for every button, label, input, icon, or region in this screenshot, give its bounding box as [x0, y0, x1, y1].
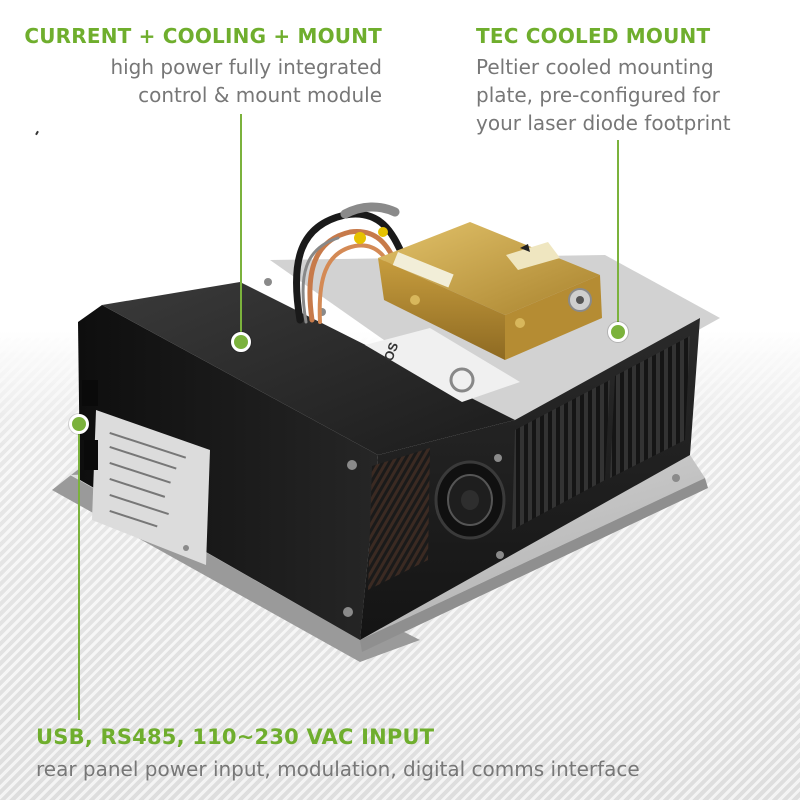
chassis-top — [102, 282, 515, 455]
callout-desc-rear: rear panel power input, modulation, digi… — [36, 757, 640, 781]
heat-sink-left — [512, 380, 610, 530]
callout-desc-line: your laser diode footprint — [476, 111, 731, 135]
laser-diode-mount — [378, 222, 602, 360]
speck — [35, 130, 39, 136]
leader-line-tec — [617, 140, 619, 328]
callout-desc-line: plate, pre-configured for — [476, 83, 720, 107]
rear-connector — [82, 380, 98, 406]
callout-desc-line: control & mount module — [138, 83, 382, 107]
heat-sink-right — [610, 336, 690, 478]
chassis-left-panel — [78, 305, 378, 640]
callout-desc-module: high power fully integrated control & mo… — [110, 53, 382, 109]
logo-text: OS — [381, 340, 402, 363]
screws — [183, 278, 680, 617]
base-plate-front-edge — [360, 478, 708, 652]
callout-desc-line: high power fully integrated — [110, 55, 382, 79]
connector-terminal — [378, 227, 388, 237]
vent-grill — [368, 448, 430, 590]
leader-line-rear — [78, 425, 80, 720]
callout-desc-line: Peltier cooled mounting — [476, 55, 714, 79]
warning-label — [506, 242, 560, 270]
callout-dot-tec — [608, 322, 628, 342]
leader-line-module — [240, 114, 242, 342]
rear-label-lines — [109, 432, 187, 528]
connector-terminal — [354, 232, 366, 244]
callout-heading-module: CURRENT + COOLING + MOUNT — [24, 24, 382, 48]
callout-heading-rear: USB, RS485, 110~230 VAC INPUT — [36, 725, 435, 749]
warning-label — [392, 252, 454, 288]
logo-card: OS — [365, 328, 520, 402]
callout-heading-tec: TEC COOLED MOUNT — [476, 24, 711, 48]
callout-dot-rear — [69, 414, 89, 434]
cooling-fan — [434, 460, 506, 540]
rear-label-panel — [92, 410, 210, 565]
callout-dot-module — [231, 332, 251, 352]
callout-desc-tec: Peltier cooled mounting plate, pre-confi… — [476, 53, 731, 137]
callout-desc-line: rear panel power input, modulation, digi… — [36, 757, 640, 781]
rear-connector — [84, 440, 98, 470]
